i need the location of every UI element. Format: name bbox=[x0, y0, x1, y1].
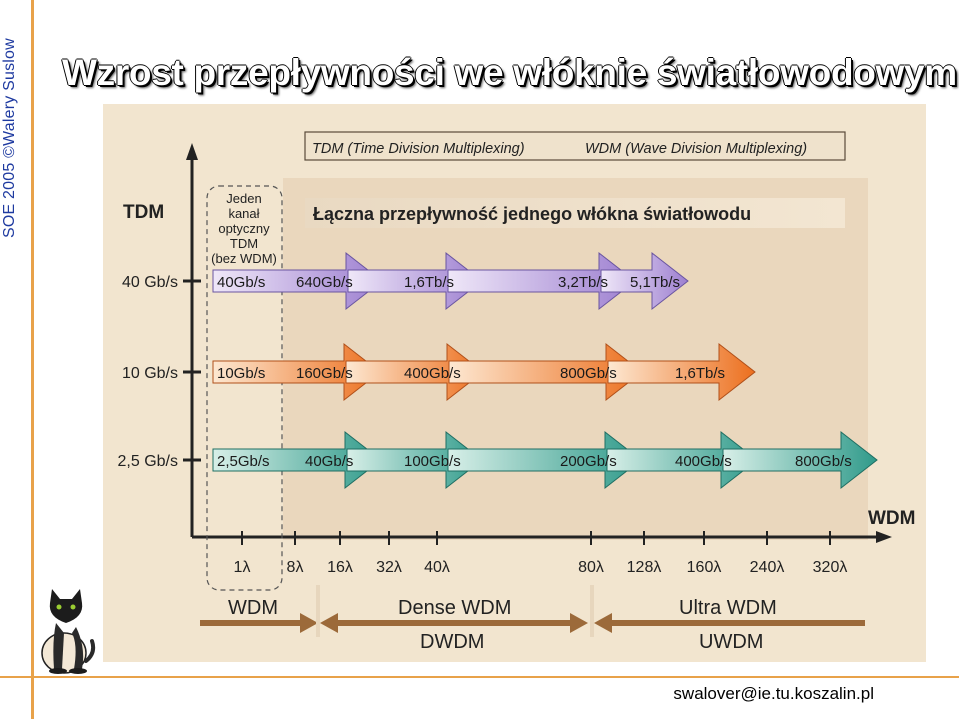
author-label: SOE 2005 ©Walery Suslow bbox=[1, 38, 18, 238]
capacity-label: 2,5Gb/s bbox=[217, 453, 270, 470]
capacity-label: 100Gb/s bbox=[404, 453, 461, 470]
footer-email[interactable]: swalover@ie.tu.koszalin.pl bbox=[673, 684, 874, 703]
single-channel-label-line: kanał bbox=[228, 206, 259, 221]
capacity-arrow bbox=[600, 251, 689, 311]
x-tick-label: 320λ bbox=[813, 559, 848, 576]
x-tick-label: 80λ bbox=[578, 559, 604, 576]
capacity-label: 1,6Tb/s bbox=[404, 274, 454, 291]
x-tick-label: 32λ bbox=[376, 559, 402, 576]
single-channel-label-line: TDM bbox=[230, 236, 258, 251]
single-channel-label-line: optyczny bbox=[218, 221, 270, 236]
x-tick-label: 128λ bbox=[627, 559, 662, 576]
capacity-label: 160Gb/s bbox=[296, 365, 353, 382]
capacity-arrow bbox=[606, 430, 758, 490]
capacity-diagram: TDM (Time Division Multiplexing) WDM (Wa… bbox=[118, 131, 915, 653]
x-ticks: 1λ 8λ 16λ 32λ 40λ 80λ 128λ 160λ 240λ 320λ bbox=[234, 531, 848, 576]
capacity-label: 200Gb/s bbox=[560, 453, 617, 470]
capacity-label: 10Gb/s bbox=[217, 365, 265, 382]
capacity-label: 5,1Tb/s bbox=[630, 274, 680, 291]
band-dwdm: DWDM bbox=[420, 631, 484, 653]
cat-mascot-icon bbox=[41, 589, 96, 674]
y-tick-label: 40 Gb/s bbox=[122, 274, 178, 291]
x-tick-label: 40λ bbox=[424, 559, 450, 576]
capacity-label: 1,6Tb/s bbox=[675, 365, 725, 382]
capacity-arrow bbox=[212, 430, 382, 490]
band-wdm: WDM bbox=[228, 597, 278, 619]
subtitle-band bbox=[305, 198, 845, 228]
capacity-label: 400Gb/s bbox=[675, 453, 732, 470]
capacity-label: 40Gb/s bbox=[217, 274, 265, 291]
slide-title: Wzrost przepływności we włóknie światłow… bbox=[62, 52, 957, 93]
accent-bar-vertical bbox=[31, 0, 34, 719]
capacity-rows: 40Gb/s 640Gb/s 1,6Tb/s 3,2Tb/s 5,1Tb/s 10Gb/s… bbox=[212, 251, 878, 490]
y-axis-arrowhead bbox=[186, 143, 198, 160]
accent-bar-horizontal bbox=[0, 676, 959, 678]
capacity-row: 40Gb/s 640Gb/s 1,6Tb/s 3,2Tb/s 5,1Tb/s bbox=[212, 251, 689, 311]
capacity-arrow bbox=[447, 251, 636, 311]
capacity-arrow bbox=[212, 342, 381, 402]
capacity-arrow bbox=[347, 251, 483, 311]
single-channel-label-line: (bez WDM) bbox=[211, 251, 277, 266]
x-tick-label: 160λ bbox=[687, 559, 722, 576]
x-tick-label: 16λ bbox=[327, 559, 353, 576]
x-tick-label: 8λ bbox=[287, 559, 304, 576]
capacity-label: 400Gb/s bbox=[404, 365, 461, 382]
capacity-arrow bbox=[345, 342, 484, 402]
x-tick-label: 1λ bbox=[234, 559, 251, 576]
capacity-arrow bbox=[607, 342, 756, 402]
legend-wdm: WDM (Wave Division Multiplexing) bbox=[585, 141, 807, 157]
band-uwdm: UWDM bbox=[699, 631, 763, 653]
band-legend: WDM Dense WDM DWDM Ultra WDM UWDM bbox=[200, 585, 865, 653]
capacity-arrow bbox=[448, 342, 643, 402]
shaded-region bbox=[283, 178, 868, 540]
x-axis-arrowhead bbox=[876, 531, 892, 543]
capacity-arrow bbox=[447, 430, 642, 490]
capacity-arrow bbox=[212, 251, 383, 311]
diagram-subtitle: Łączna przepływność jednego włókna świat… bbox=[313, 204, 751, 224]
band-dense-wdm: Dense WDM bbox=[398, 597, 511, 619]
band-ultra-wdm: Ultra WDM bbox=[679, 597, 777, 619]
x-axis-label: WDM bbox=[868, 508, 915, 529]
capacity-label: 40Gb/s bbox=[305, 453, 353, 470]
x-tick-label: 240λ bbox=[750, 559, 785, 576]
legend-tdm: TDM (Time Division Multiplexing) bbox=[312, 141, 525, 157]
y-ticks: 40 Gb/s 10 Gb/s 2,5 Gb/s bbox=[118, 274, 201, 470]
capacity-label: 3,2Tb/s bbox=[558, 274, 608, 291]
capacity-row: 2,5Gb/s 40Gb/s 100Gb/s 200Gb/s 400Gb/s 800Gb/… bbox=[212, 430, 878, 490]
capacity-label: 640Gb/s bbox=[296, 274, 353, 291]
diagram-panel: TDM (Time Division Multiplexing) WDM (Wa… bbox=[103, 104, 926, 662]
y-tick-label: 10 Gb/s bbox=[122, 365, 178, 382]
capacity-row: 10Gb/s 160Gb/s 400Gb/s 800Gb/s 1,6Tb/s bbox=[212, 342, 756, 402]
capacity-label: 800Gb/s bbox=[795, 453, 852, 470]
capacity-arrow bbox=[722, 430, 878, 490]
capacity-label: 800Gb/s bbox=[560, 365, 617, 382]
y-tick-label: 2,5 Gb/s bbox=[118, 453, 178, 470]
capacity-arrow bbox=[346, 430, 483, 490]
single-channel-label-line: Jeden bbox=[226, 191, 261, 206]
y-axis-label: TDM bbox=[123, 202, 164, 223]
legend-box: TDM (Time Division Multiplexing) WDM (Wa… bbox=[304, 131, 846, 161]
